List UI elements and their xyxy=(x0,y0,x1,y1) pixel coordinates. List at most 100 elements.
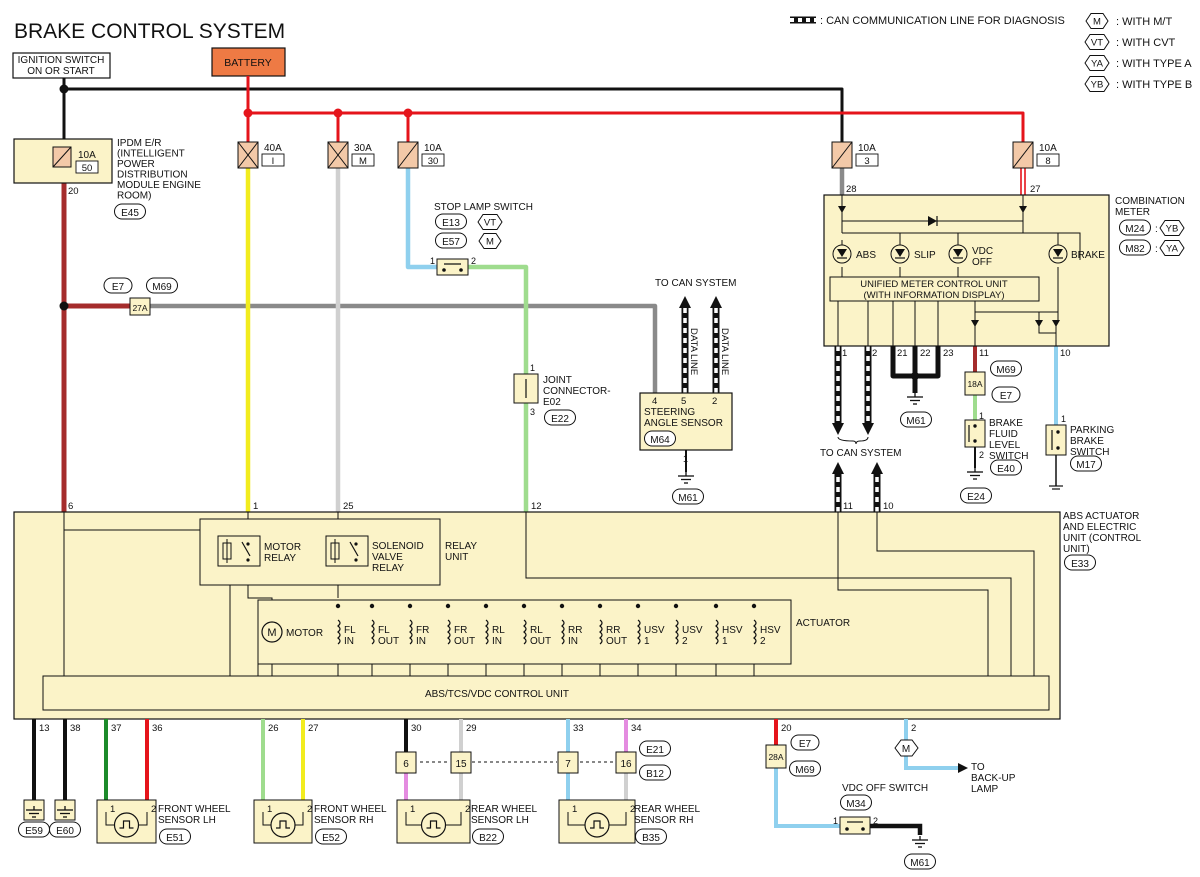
valve-label: OUT xyxy=(454,636,475,647)
legend-text: : WITH M/T xyxy=(1116,16,1172,28)
warning-lamp-slip: SLIP xyxy=(890,240,936,264)
valve-label: FR xyxy=(416,625,429,636)
svg-text:10: 10 xyxy=(1060,348,1071,359)
sensor-pin: 2 xyxy=(307,804,312,815)
fuse-number: 8 xyxy=(1045,156,1050,167)
svg-text:CONNECTOR-: CONNECTOR- xyxy=(543,386,611,397)
svg-text:1: 1 xyxy=(979,411,984,421)
svg-text:1: 1 xyxy=(530,363,535,373)
fuse-30a-m: 30A M xyxy=(327,141,375,169)
connector-id: E52 xyxy=(322,833,340,844)
rear-conn-b12: B12 xyxy=(639,764,671,781)
svg-text:6: 6 xyxy=(68,501,73,512)
ipdm-label-line: POWER xyxy=(117,159,155,170)
ignition-switch-label-1: IGNITION SWITCH xyxy=(18,55,105,66)
combo-tag-yb: YB xyxy=(1159,220,1185,236)
svg-text:SWITCH: SWITCH xyxy=(989,451,1028,462)
valve-label: RR xyxy=(568,625,582,636)
fuse-amp: 30A xyxy=(354,143,372,154)
vdc-off-switch: VDC OFF SWITCH 1 2 xyxy=(833,783,928,835)
legend-text: : WITH TYPE A xyxy=(1116,58,1192,70)
connector-id: M24 xyxy=(1125,224,1145,235)
data-line-2: DATA LINE xyxy=(719,328,730,375)
svg-text:10: 10 xyxy=(883,501,894,512)
valve-label: IN xyxy=(416,636,426,647)
junction-dots xyxy=(59,84,919,380)
lamp-label: BRAKE xyxy=(1071,250,1105,261)
stop-lamp-switch: 1 2 xyxy=(430,256,476,276)
legend-can-line: : CAN COMMUNICATION LINE FOR DIAGNOSIS xyxy=(820,15,1065,27)
ipdm-label-line: (INTELLIGENT xyxy=(117,149,185,160)
rear-conn-e21: E21 xyxy=(639,740,671,757)
svg-text:(WITH INFORMATION DISPLAY): (WITH INFORMATION DISPLAY) xyxy=(863,290,1004,301)
abs-pin: 2 xyxy=(911,723,916,734)
valve-label: 2 xyxy=(760,636,766,647)
connector-id: M82 xyxy=(1125,244,1145,255)
lamp-label: ABS xyxy=(856,250,876,261)
valve-label: IN xyxy=(568,636,578,647)
fuse-amp: 10A xyxy=(858,143,876,154)
variant-code: VT xyxy=(484,218,496,229)
steering-connector-id: M64 xyxy=(644,430,676,447)
svg-text:12: 12 xyxy=(531,501,542,512)
ipdm-label-line: DISTRIBUTION xyxy=(117,170,188,181)
valve-label: HSV xyxy=(722,625,743,636)
battery-label: BATTERY xyxy=(224,57,271,69)
sensor-pin: 1 xyxy=(410,804,415,815)
fuse-amp: 10A xyxy=(1039,143,1057,154)
svg-text:28: 28 xyxy=(846,184,857,195)
connector-id: M64 xyxy=(650,435,670,446)
legend-text: : WITH TYPE B xyxy=(1116,79,1192,91)
svg-text:1: 1 xyxy=(430,256,435,266)
vdc-ground-conn: M61 xyxy=(904,853,936,870)
sensor-label: SENSOR RH xyxy=(314,815,373,826)
rear-joint-16: 16 xyxy=(615,751,637,774)
ipdm-fuse-num: 50 xyxy=(82,163,93,174)
svg-text:1: 1 xyxy=(842,348,847,359)
connector-id: E57 xyxy=(442,237,460,248)
valve-label: IN xyxy=(344,636,354,647)
rear-joint-6: 6 xyxy=(395,751,417,774)
splice-conn-e7: E7 xyxy=(103,277,133,294)
sensor-label: FRONT WHEEL xyxy=(314,804,387,815)
abs-pin: 34 xyxy=(631,723,642,734)
svg-text:STEERING: STEERING xyxy=(644,407,695,418)
connector-id: M61 xyxy=(906,416,926,427)
fuse-amp: 10A xyxy=(424,143,442,154)
can-system-top: TO CAN SYSTEM xyxy=(655,278,737,289)
valve-label: OUT xyxy=(606,636,627,647)
svg-text:2: 2 xyxy=(872,348,877,359)
svg-text:M: M xyxy=(267,627,276,639)
fuse-number: M xyxy=(359,156,367,167)
joint-connector-id: E22 xyxy=(544,409,576,426)
sensor-pin: 2 xyxy=(630,804,635,815)
valve-label: USV xyxy=(682,625,703,636)
svg-text:FLUID: FLUID xyxy=(989,429,1018,440)
solenoid-relay-coil xyxy=(330,539,359,563)
bottom-wires xyxy=(32,719,960,835)
svg-text:2: 2 xyxy=(873,816,878,826)
sensor-connector: E51 xyxy=(159,828,191,845)
fuse-amp: 40A xyxy=(264,143,282,154)
svg-text:BACK-UP: BACK-UP xyxy=(971,773,1016,784)
sensor-pin: 1 xyxy=(572,804,577,815)
svg-text:18A: 18A xyxy=(967,379,982,389)
svg-text:M: M xyxy=(902,744,910,755)
stop-lamp-tag-vt: VT xyxy=(477,214,503,230)
svg-text:UNIT (CONTROL: UNIT (CONTROL xyxy=(1063,533,1142,544)
ipdm-fuse-symbol xyxy=(52,146,72,168)
svg-text:SWITCH: SWITCH xyxy=(1070,447,1109,458)
svg-text:BRAKE: BRAKE xyxy=(1070,436,1104,447)
combo-conn-m24: M24 xyxy=(1119,219,1151,236)
svg-text:E02: E02 xyxy=(543,397,561,408)
